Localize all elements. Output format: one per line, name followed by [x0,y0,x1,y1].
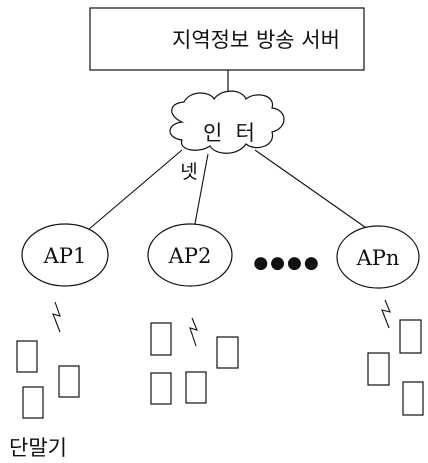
internet-label-line1: 인 터 [203,121,255,145]
server-box [89,7,365,71]
terminal-group-1 [16,340,80,419]
server-label: 지역정보 방송 서버 [172,28,340,52]
terminal-caption: 단말기 [9,436,67,460]
terminal-device [150,322,172,356]
ap-ellipsis-dots: ●●●● [253,253,320,273]
terminal-group-3 [367,319,424,416]
cloud-ap1-link [87,149,183,231]
ap1-label: AP1 [43,244,87,268]
ap1-ellipse [21,223,109,287]
apn-label: APn [356,246,400,270]
terminal-device [402,381,424,416]
cloud-ap2-link [193,153,209,230]
internet-cloud: 인 터 넷 [169,90,285,183]
ap2-ellipse [147,223,233,287]
terminal-device [58,365,80,398]
access-point-n: APn [336,225,420,289]
wireless-signal-icon-3 [381,299,391,329]
wireless-signal-icon-2 [189,317,198,347]
terminal-device [185,371,207,404]
access-point-1: AP1 [21,223,109,287]
terminal-device [22,386,44,419]
terminal-group-2 [150,322,239,405]
cloud-shape [169,90,285,154]
terminal-device [216,336,239,369]
terminal-device [399,319,422,354]
internet-label-line2: 넷 [180,161,197,183]
cloud-apn-link [254,149,373,233]
terminal-device [150,372,172,405]
ap2-label: AP2 [168,244,212,268]
broadcast-server: 지역정보 방송 서버 [89,7,365,71]
terminal-device [367,352,390,386]
access-point-2: AP2 [147,223,233,287]
wireless-signal-icon-1 [52,301,61,333]
apn-ellipse [336,225,420,289]
terminal-device [16,340,38,373]
